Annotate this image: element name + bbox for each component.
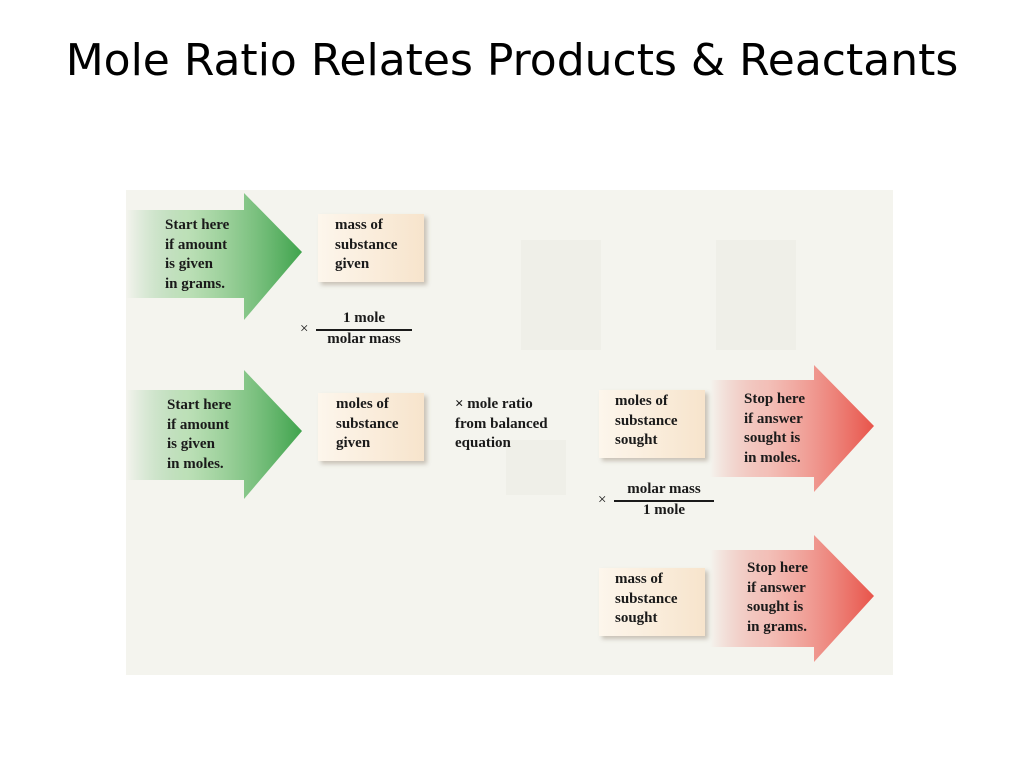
fraction-bar (316, 329, 412, 331)
start-moles-label: Start here if amount is given in moles. (167, 397, 232, 472)
arrows-layer (126, 193, 874, 662)
stop-grams-label: Stop here if answer sought is in grams. (747, 560, 808, 635)
moles-given-label: moles of substance given (336, 396, 399, 451)
mass-sought-label: mass of substance sought (615, 571, 678, 626)
stop-grams-arrow (710, 535, 874, 662)
multiply-sign: × (598, 492, 607, 508)
mass-given-label: mass of substance given (335, 217, 398, 272)
slide-title-text: Mole Ratio Relates Products & Reactants (65, 35, 959, 86)
mole-ratio-label: × mole ratio from balanced equation (455, 396, 548, 451)
background-ghost-shape (506, 440, 566, 495)
mass-sought-box: mass of substance sought (599, 568, 705, 636)
moles-sought-box: moles of substance sought (599, 390, 705, 458)
background-ghost-shape (521, 240, 601, 350)
factor-denominator: 1 mole (642, 502, 686, 518)
mole-conversion-diagram: Start here if amount is given in grams. … (126, 190, 893, 675)
factor-numerator: 1 mole (342, 310, 386, 326)
multiply-sign: × (300, 321, 309, 337)
stop-moles-arrow (710, 365, 874, 492)
background-ghost-shape (716, 240, 796, 350)
moles-sought-label: moles of substance sought (615, 393, 678, 448)
mass-given-box: mass of substance given (318, 214, 424, 282)
factor-numerator: molar mass (627, 481, 701, 497)
start-grams-arrow (126, 193, 302, 320)
factor-denominator: molar mass (327, 331, 401, 347)
fraction-bar (614, 500, 714, 502)
slide-title: Mole Ratio Relates Products & Reactants (0, 32, 1024, 90)
start-grams-label: Start here if amount is given in grams. (165, 217, 230, 292)
stop-moles-label: Stop here if answer sought is in moles. (744, 391, 805, 466)
moles-given-box: moles of substance given (318, 393, 424, 461)
start-moles-arrow (126, 370, 302, 499)
